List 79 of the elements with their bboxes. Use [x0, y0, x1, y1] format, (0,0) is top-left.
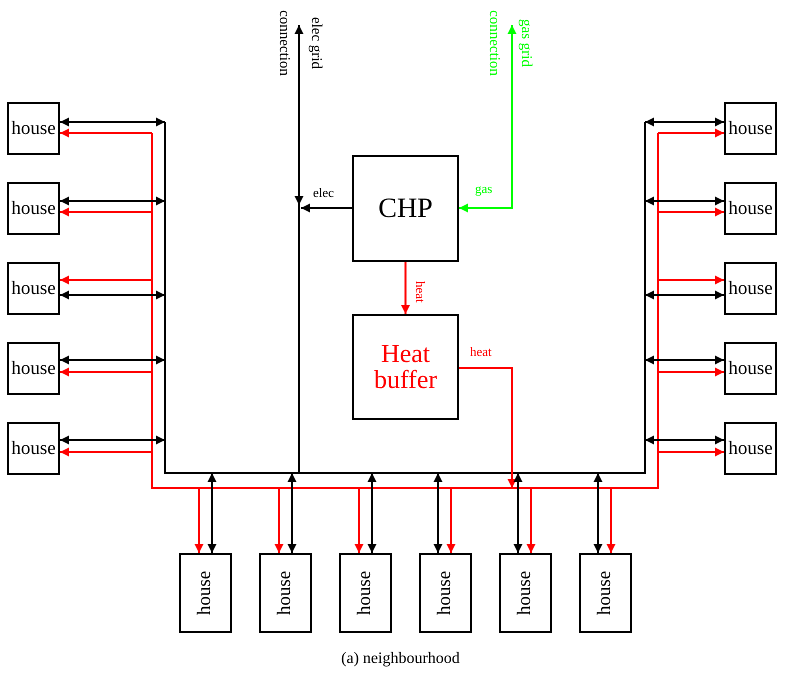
arrow	[446, 488, 456, 553]
arrow	[459, 25, 516, 212]
house-label: house	[434, 570, 456, 616]
arrow	[526, 488, 536, 553]
arrow	[60, 356, 165, 364]
arrow	[274, 488, 284, 553]
arrow	[60, 436, 165, 444]
arrow	[60, 118, 165, 126]
arrow	[368, 473, 376, 553]
grid-connection-label: elec grid connection	[268, 3, 332, 83]
arrow	[60, 208, 152, 216]
arrow	[658, 208, 724, 216]
arrow	[60, 368, 152, 376]
house-label: house	[11, 358, 56, 380]
grid-connection-label: gas grid connection	[478, 3, 542, 83]
caption: (a) neighbourhood	[341, 650, 460, 667]
house-label: house	[728, 198, 773, 220]
arrow	[401, 262, 410, 314]
house-label: house	[274, 570, 296, 616]
house-label: house	[514, 570, 536, 616]
arrow	[354, 488, 364, 553]
house-label: house	[728, 278, 773, 300]
house-box	[724, 262, 777, 315]
house-label: house	[728, 358, 773, 380]
arrow	[60, 196, 165, 206]
house-box	[724, 422, 777, 475]
arrow	[658, 276, 724, 284]
arrow	[288, 473, 296, 553]
house-box	[724, 342, 777, 395]
arrow	[514, 473, 522, 553]
house-box	[724, 182, 777, 235]
arrow	[60, 128, 152, 138]
arrow	[594, 473, 602, 553]
arrow	[645, 118, 724, 126]
house-box	[7, 262, 60, 315]
house-box	[179, 553, 232, 633]
house-label: house	[728, 118, 773, 140]
edge-label: heat	[413, 280, 427, 304]
house-box	[419, 553, 472, 633]
arrow	[606, 488, 616, 553]
process-box	[352, 155, 459, 262]
arrow	[645, 356, 724, 364]
house-box	[499, 553, 552, 633]
arrow	[645, 196, 724, 206]
edge-label: elec	[312, 186, 335, 200]
arrow	[645, 290, 724, 300]
arrow	[658, 368, 724, 376]
arrow	[60, 448, 152, 456]
arrow	[434, 473, 442, 553]
arrow	[658, 128, 724, 138]
arrow	[301, 204, 352, 212]
house-label: house	[11, 118, 56, 140]
house-label: house	[11, 278, 56, 300]
arrow	[60, 276, 152, 284]
house-box	[7, 102, 60, 155]
process-box	[352, 314, 459, 420]
arrow	[194, 488, 204, 553]
arrow	[294, 25, 304, 205]
house-box	[579, 553, 632, 633]
house-box	[724, 102, 777, 155]
house-label: house	[354, 570, 376, 616]
arrow	[459, 367, 516, 488]
box-label: Heat buffer	[372, 341, 438, 393]
edge-label: heat	[469, 345, 493, 359]
arrow	[658, 448, 724, 456]
house-box	[7, 422, 60, 475]
house-label: house	[594, 570, 616, 616]
house-label: house	[728, 438, 773, 460]
box-label: CHP	[377, 194, 434, 222]
house-box	[259, 553, 312, 633]
house-box	[339, 553, 392, 633]
house-label: house	[11, 438, 56, 460]
house-label: house	[194, 570, 216, 616]
house-label: house	[11, 198, 56, 220]
house-box	[7, 342, 60, 395]
arrow	[208, 473, 216, 553]
house-box	[7, 182, 60, 235]
arrow	[645, 436, 724, 444]
arrow	[60, 290, 165, 300]
